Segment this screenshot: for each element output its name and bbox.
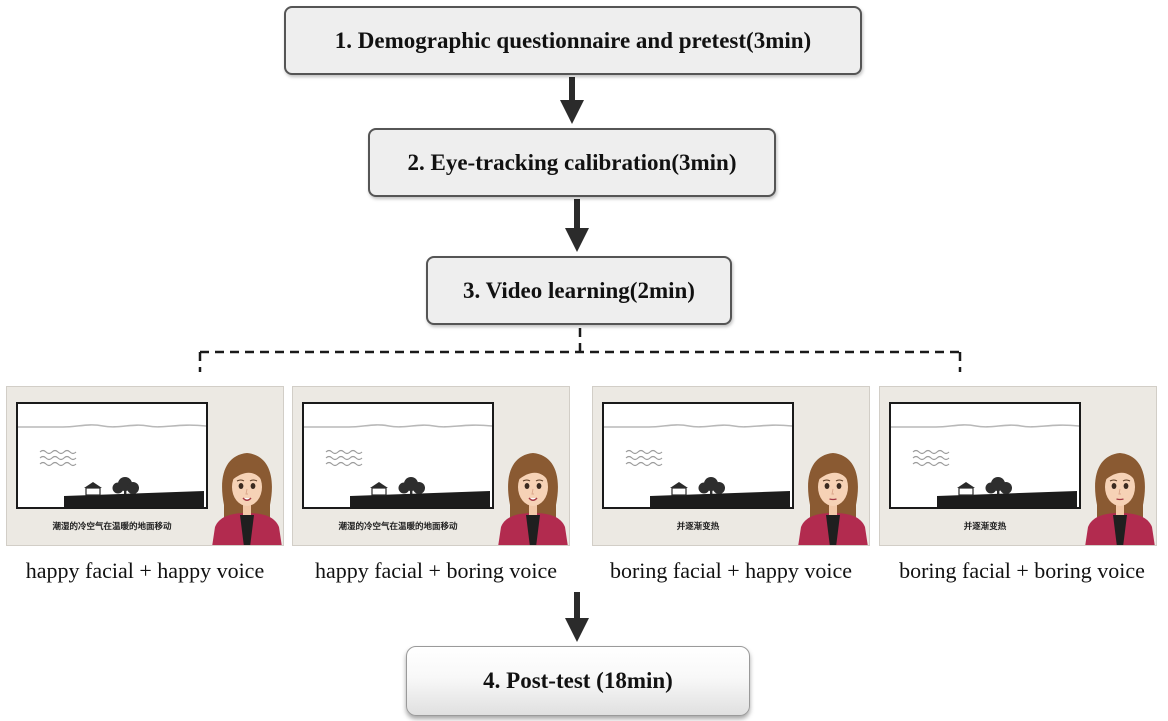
condition-panel-happy-boring: 潮湿的冷空气在温暖的地面移动 bbox=[292, 386, 570, 546]
condition-label-happy-happy: happy facial + happy voice bbox=[25, 558, 265, 583]
step-post-test: 4. Post-test (18min) bbox=[406, 646, 750, 716]
condition-label-happy-boring: happy facial + boring voice bbox=[314, 558, 558, 583]
teacher-avatar bbox=[212, 453, 282, 545]
weather-scene bbox=[18, 424, 206, 507]
step-label: 3. Video learning(2min) bbox=[463, 277, 695, 303]
face-icon bbox=[818, 468, 848, 506]
step-demographic-questionnaire: 1. Demographic questionnaire and pretest… bbox=[284, 6, 862, 75]
house-icon bbox=[84, 482, 102, 496]
tree-icon bbox=[398, 477, 425, 494]
house-icon bbox=[670, 482, 688, 496]
condition-panel-happy-happy: 潮湿的冷空气在温暖的地面移动 bbox=[6, 386, 284, 546]
dashed-branch bbox=[198, 328, 962, 372]
house-icon bbox=[370, 482, 388, 496]
condition-label-boring-boring: boring facial + boring voice bbox=[899, 558, 1145, 583]
face-icon bbox=[1105, 468, 1135, 506]
video-subtitle: 并逐渐变热 bbox=[676, 522, 720, 532]
teacher-avatar bbox=[1085, 453, 1155, 545]
house-icon bbox=[957, 482, 975, 496]
video-subtitle: 潮湿的冷空气在温暖的地面移动 bbox=[52, 522, 172, 532]
face-icon bbox=[518, 468, 548, 506]
step-label: 1. Demographic questionnaire and pretest… bbox=[334, 27, 812, 53]
weather-scene bbox=[604, 424, 792, 507]
step-eye-tracking-calibration: 2. Eye-tracking calibration(3min) bbox=[368, 128, 776, 197]
tree-icon bbox=[698, 477, 725, 494]
weather-scene bbox=[891, 424, 1079, 507]
step-video-learning: 3. Video learning(2min) bbox=[426, 256, 732, 325]
wind-waves-icon bbox=[325, 449, 363, 467]
teacher-avatar bbox=[498, 453, 568, 545]
condition-label-boring-happy: boring facial + happy voice bbox=[609, 558, 853, 583]
weather-scene bbox=[304, 424, 492, 507]
step-label: 4. Post-test (18min) bbox=[483, 668, 673, 693]
condition-panel-boring-boring: 并逐渐变热 bbox=[879, 386, 1157, 546]
video-whiteboard bbox=[889, 402, 1081, 509]
teacher-avatar bbox=[798, 453, 868, 545]
video-whiteboard bbox=[602, 402, 794, 509]
video-whiteboard bbox=[302, 402, 494, 509]
video-subtitle: 并逐渐变热 bbox=[963, 522, 1007, 532]
wind-waves-icon bbox=[912, 449, 950, 467]
video-whiteboard bbox=[16, 402, 208, 509]
tree-icon bbox=[985, 477, 1012, 494]
wind-waves-icon bbox=[625, 449, 663, 467]
wind-waves-icon bbox=[39, 449, 77, 467]
video-subtitle: 潮湿的冷空气在温暖的地面移动 bbox=[338, 522, 458, 532]
face-icon bbox=[232, 468, 262, 506]
tree-icon bbox=[112, 477, 139, 494]
condition-panel-boring-happy: 并逐渐变热 bbox=[592, 386, 870, 546]
step-label: 2. Eye-tracking calibration(3min) bbox=[407, 149, 737, 175]
